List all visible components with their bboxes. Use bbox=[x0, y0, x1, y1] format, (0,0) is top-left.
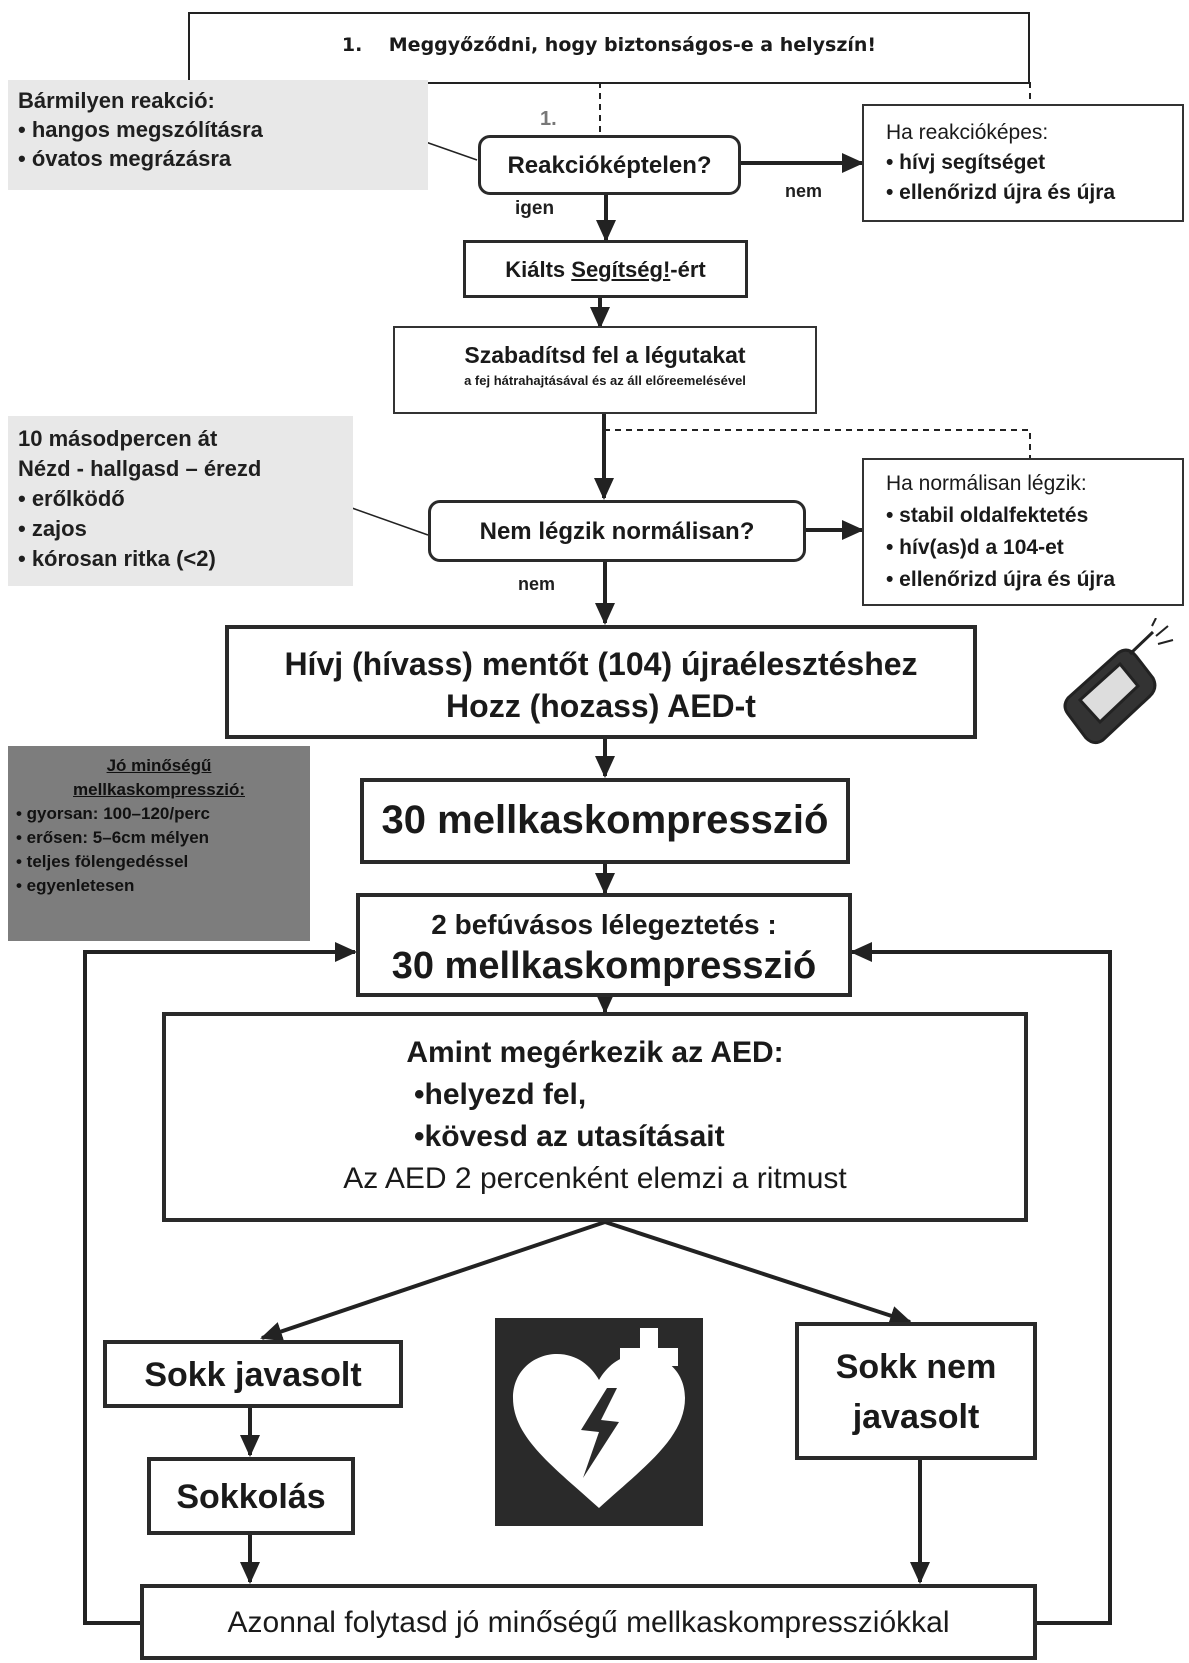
shock-not-advised-line2: javasolt bbox=[852, 1398, 980, 1436]
title-text: 1. Meggyőződni, hogy biztonságos-e a hel… bbox=[341, 34, 877, 56]
pointer-line-1 bbox=[419, 139, 478, 161]
quality-item: • egyenletesen bbox=[16, 876, 135, 895]
breathing-check-note: 10 másodpercen át Nézd - hallgasd – érez… bbox=[8, 416, 353, 586]
dashed-connector-mid bbox=[604, 429, 1031, 458]
quality-heading-1: Jó minőségű bbox=[106, 756, 212, 775]
aed-line2: •helyezd fel, bbox=[414, 1078, 587, 1111]
breathing-question-box: Nem légzik normálisan? bbox=[428, 500, 806, 562]
shock-advised-text: Sokk javasolt bbox=[144, 1356, 362, 1394]
yes-label: igen bbox=[515, 198, 555, 219]
airway-box: Szabadítsd fel a légutakat a fej hátraha… bbox=[393, 326, 817, 414]
breathing-normal-line: • stabil oldalfektetés bbox=[886, 504, 1089, 527]
aed-line4: Az AED 2 percenként elemzi a ritmust bbox=[343, 1162, 847, 1195]
loop-right bbox=[850, 942, 1112, 1625]
call-ambulance-line1: Hívj (hívass) mentőt (104) újraélesztésh… bbox=[284, 646, 918, 682]
responsive-note-box: Ha reakcióképes: • hívj segítséget • ell… bbox=[862, 104, 1184, 222]
breathing-normal-note-box: Ha normálisan légzik: • stabil oldalfekt… bbox=[862, 458, 1184, 606]
ratio-line2: 30 mellkaskompresszió bbox=[391, 945, 817, 987]
reaction-note: Bármilyen reakció: • hangos megszólításr… bbox=[8, 80, 428, 190]
breathing-normal-line: Ha normálisan légzik: bbox=[886, 472, 1087, 495]
shout-help-underlined: Segítség! bbox=[571, 257, 671, 282]
breathing-normal-line: • ellenőrizd újra és újra bbox=[886, 568, 1116, 591]
no-label-2: nem bbox=[518, 574, 556, 594]
scribble-mark: 1. bbox=[540, 108, 557, 130]
pointer-line-2 bbox=[351, 507, 429, 536]
airway-title: Szabadítsd fel a légutakat bbox=[464, 342, 746, 368]
title-box: 1. Meggyőződni, hogy biztonságos-e a hel… bbox=[188, 12, 1030, 84]
breathing-note-line: • erőlködő bbox=[18, 486, 125, 511]
aed-line3: •kövesd az utasításait bbox=[414, 1120, 725, 1153]
quality-heading-2: mellkaskompresszió: bbox=[73, 780, 245, 799]
ratio-line1: 2 befúvásos lélegeztetés : bbox=[431, 909, 777, 940]
aed-line1: Amint megérkezik az AED: bbox=[406, 1036, 784, 1069]
breathing-note-line: • kórosan ritka (<2) bbox=[18, 546, 216, 571]
compressions-30-box: 30 mellkaskompresszió bbox=[360, 778, 850, 864]
responsive-note-line: Ha reakcióképes: bbox=[886, 121, 1049, 144]
call-ambulance-line2: Hozz (hozass) AED-t bbox=[446, 688, 756, 724]
shocking-text: Sokkolás bbox=[176, 1478, 326, 1516]
quality-compression-note: Jó minőségű mellkaskompresszió: • gyorsa… bbox=[8, 746, 310, 941]
quality-item: • gyorsan: 100–120/perc bbox=[16, 804, 211, 823]
responsive-note-line: • ellenőrizd újra és újra bbox=[886, 181, 1116, 204]
quality-item: • erősen: 5–6cm mélyen bbox=[16, 828, 210, 847]
aed-heart-icon bbox=[495, 1318, 703, 1526]
shout-help-prefix: Kiálts bbox=[505, 257, 572, 282]
breathing-note-line: Nézd - hallgasd – érezd bbox=[18, 456, 262, 481]
ratio-box: 2 befúvásos lélegeztetés : 30 mellkaskom… bbox=[356, 893, 852, 997]
shock-not-advised-box: Sokk nem javasolt bbox=[795, 1322, 1037, 1460]
breathing-note-line: 10 másodpercen át bbox=[18, 426, 218, 451]
loop-left bbox=[83, 942, 357, 1625]
arrow-to-shock-not-advised bbox=[604, 1220, 912, 1326]
shout-help-box: Kiálts Segítség!-ért bbox=[463, 240, 748, 298]
no-label-1: nem bbox=[785, 181, 823, 201]
aed-instructions-box: Amint megérkezik az AED: •helyezd fel, •… bbox=[162, 1012, 1028, 1222]
shock-not-advised-line1: Sokk nem bbox=[835, 1348, 997, 1386]
reaction-note-line: Bármilyen reakció: bbox=[18, 88, 215, 113]
shocking-box: Sokkolás bbox=[147, 1457, 355, 1535]
shock-advised-box: Sokk javasolt bbox=[103, 1340, 403, 1408]
responsive-note-line: • hívj segítséget bbox=[886, 151, 1046, 174]
unresponsive-question-box: Reakcióképtelen? bbox=[478, 135, 741, 195]
continue-compressions-text: Azonnal folytasd jó minőségű mellkaskomp… bbox=[227, 1606, 950, 1639]
arrow-to-shock-advised bbox=[260, 1220, 606, 1342]
reaction-note-line: • óvatos megrázásra bbox=[18, 146, 232, 171]
compressions-30-text: 30 mellkaskompresszió bbox=[381, 798, 829, 842]
quality-item: • teljes fölengedéssel bbox=[16, 852, 189, 871]
breathing-normal-line: • hív(as)d a 104-et bbox=[886, 536, 1064, 559]
reaction-note-line: • hangos megszólításra bbox=[18, 117, 263, 142]
continue-compressions-box: Azonnal folytasd jó minőségű mellkaskomp… bbox=[140, 1584, 1037, 1660]
phone-icon bbox=[1063, 618, 1174, 745]
call-ambulance-box: Hívj (hívass) mentőt (104) újraélesztésh… bbox=[225, 625, 977, 739]
breathing-note-line: • zajos bbox=[18, 516, 87, 541]
airway-subtitle: a fej hátrahajtásával és az áll előreeme… bbox=[464, 373, 746, 388]
shout-help-suffix: -ért bbox=[670, 257, 706, 282]
unresponsive-question: Reakcióképtelen? bbox=[507, 152, 712, 179]
breathing-question: Nem légzik normálisan? bbox=[479, 518, 755, 545]
